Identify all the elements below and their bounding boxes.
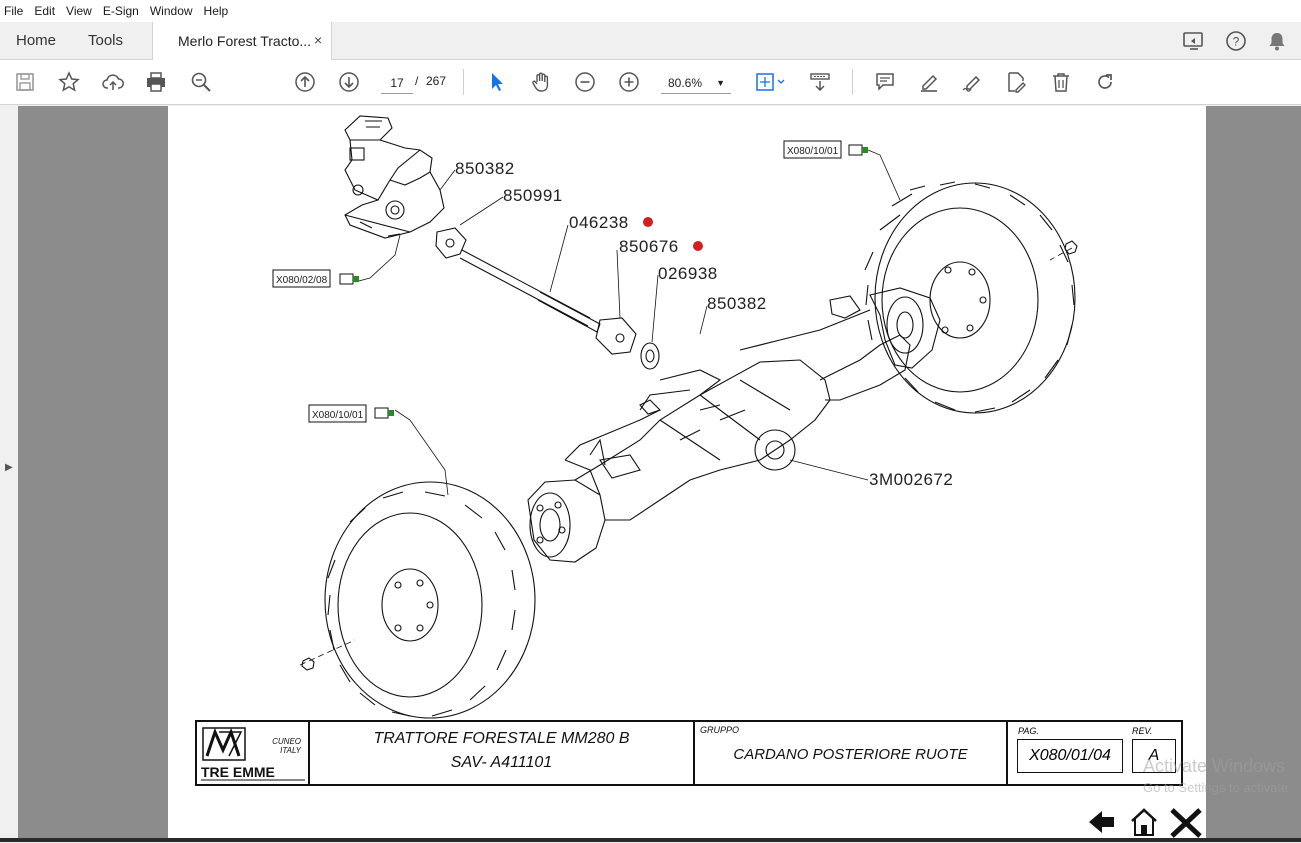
edit-pdf-icon[interactable] [1004, 70, 1028, 94]
taskbar-edge [0, 838, 1301, 842]
next-page-icon[interactable] [337, 70, 361, 94]
exit-x-icon[interactable] [1170, 808, 1202, 838]
menu-edit[interactable]: Edit [34, 4, 56, 18]
part-label: 026938 [658, 264, 718, 283]
previous-page-icon[interactable] [293, 70, 317, 94]
tre-emme-logo: CUNEO ITALY TRE EMME [197, 722, 310, 784]
menu-view[interactable]: View [66, 4, 92, 18]
part-label: 046238 [569, 213, 629, 232]
svg-text:?: ? [1233, 35, 1240, 49]
part-label: 850382 [707, 294, 767, 313]
chevron-down-icon: ▼ [716, 78, 725, 88]
menu-help[interactable]: Help [203, 4, 229, 18]
upload-cloud-icon[interactable] [101, 70, 125, 94]
toolbar-divider [852, 69, 853, 95]
tab-tools[interactable]: Tools [88, 32, 124, 49]
menu-window[interactable]: Window [149, 4, 193, 18]
zoom-level-value: 80.6% [668, 76, 703, 90]
tab-home[interactable]: Home [16, 32, 57, 49]
page-total: 267 [426, 74, 447, 88]
zoom-in-icon[interactable] [617, 70, 641, 94]
zoom-level-select[interactable]: 80.6% ▼ [661, 72, 731, 94]
drawing-title-line1: TRATTORE FORESTALE MM280 B [373, 730, 630, 747]
right-gutter [1206, 106, 1301, 842]
red-marker-icon [643, 217, 653, 227]
revision-value: A [1132, 739, 1176, 773]
tab-document-label: Merlo Forest Tracto... [178, 33, 312, 49]
right-wheel-drawing [864, 181, 1076, 414]
rotate-icon[interactable] [1093, 70, 1117, 94]
back-arrow-icon[interactable] [1089, 811, 1114, 833]
part-label: 850991 [503, 186, 563, 205]
rear-axle-drawing [527, 287, 941, 563]
reference-box[interactable]: X080/10/01 [787, 146, 839, 157]
draw-signature-icon[interactable] [960, 70, 984, 94]
comment-icon[interactable] [873, 70, 897, 94]
revision-caption: REV. [1132, 726, 1153, 736]
left-panel-collapsed[interactable]: ▶ [0, 106, 18, 842]
home-icon[interactable] [1131, 808, 1157, 836]
expand-panel-arrow-icon[interactable]: ▶ [5, 462, 13, 473]
gearbox-drawing [344, 115, 445, 239]
group-value: CARDANO POSTERIORE RUOTE [733, 746, 968, 763]
page-caption: PAG. [1018, 726, 1039, 736]
zoom-search-icon[interactable] [189, 70, 213, 94]
pdf-page: 850382 850991 046238 850676 026938 85038… [168, 106, 1206, 842]
drawing-title: TRATTORE FORESTALE MM280 B SAV- A411101 [310, 722, 695, 784]
page-number-input[interactable]: 17 [381, 72, 413, 94]
connector-icons [339, 144, 868, 419]
group-caption: GRUPPO [700, 725, 740, 735]
drawing-title-block: CUNEO ITALY TRE EMME TRATTORE FORESTALE … [195, 720, 1183, 786]
hand-tool-icon[interactable] [529, 70, 553, 94]
toolbar-divider [463, 69, 464, 95]
fit-page-icon[interactable] [752, 70, 788, 94]
tab-bar: Home Tools Merlo Forest Tracto... × ? [0, 22, 1301, 61]
drawing-title-line2: SAV- A411101 [450, 754, 553, 771]
red-marker-icon [693, 241, 703, 251]
svg-text:TRE EMME: TRE EMME [201, 764, 275, 780]
zoom-out-icon[interactable] [573, 70, 597, 94]
page-value: X080/01/04 [1017, 739, 1123, 773]
print-icon[interactable] [144, 70, 168, 94]
activate-windows-watermark: Activate Windows [1143, 756, 1286, 776]
tab-document[interactable]: Merlo Forest Tracto... × [152, 22, 332, 61]
scroll-mode-icon[interactable] [808, 70, 832, 94]
exploded-axle-drawing: 850382 850991 046238 850676 026938 85038… [272, 115, 1078, 719]
menu-bar: File Edit View E-Sign Window Help [0, 0, 1301, 22]
svg-text:CUNEO: CUNEO [272, 737, 301, 746]
bookmark-star-icon[interactable] [57, 70, 81, 94]
activate-windows-hint: Go to Settings to activate [1143, 780, 1289, 795]
highlight-pen-icon[interactable] [917, 70, 941, 94]
page-separator: / [415, 74, 419, 88]
part-label: 3M002672 [869, 470, 953, 489]
reference-box[interactable]: X080/02/08 [276, 275, 328, 286]
part-label: 850676 [619, 237, 679, 256]
page-cell: PAG. X080/01/04 [1008, 722, 1126, 784]
select-cursor-icon[interactable] [485, 70, 509, 94]
group-cell: GRUPPO CARDANO POSTERIORE RUOTE [695, 722, 1008, 784]
menu-esign[interactable]: E-Sign [102, 4, 139, 18]
part-label: 850382 [455, 159, 515, 178]
propeller-shaft-drawing [435, 227, 660, 370]
help-icon[interactable]: ? [1225, 30, 1247, 57]
left-wheel-drawing [324, 481, 536, 719]
svg-text:ITALY: ITALY [280, 746, 302, 755]
delete-trash-icon[interactable] [1049, 70, 1073, 94]
page-nav-icons [1086, 806, 1204, 838]
menu-file[interactable]: File [4, 4, 24, 18]
revision-cell: REV. A [1126, 722, 1181, 784]
close-tab-icon[interactable]: × [314, 32, 323, 48]
notifications-bell-icon[interactable] [1267, 30, 1287, 57]
reference-box[interactable]: X080/10/01 [312, 410, 364, 421]
share-screen-icon[interactable] [1182, 30, 1206, 57]
leader-lines [299, 149, 1073, 666]
save-icon[interactable] [13, 70, 37, 94]
main-toolbar: 17 / 267 80.6% ▼ [0, 60, 1301, 105]
